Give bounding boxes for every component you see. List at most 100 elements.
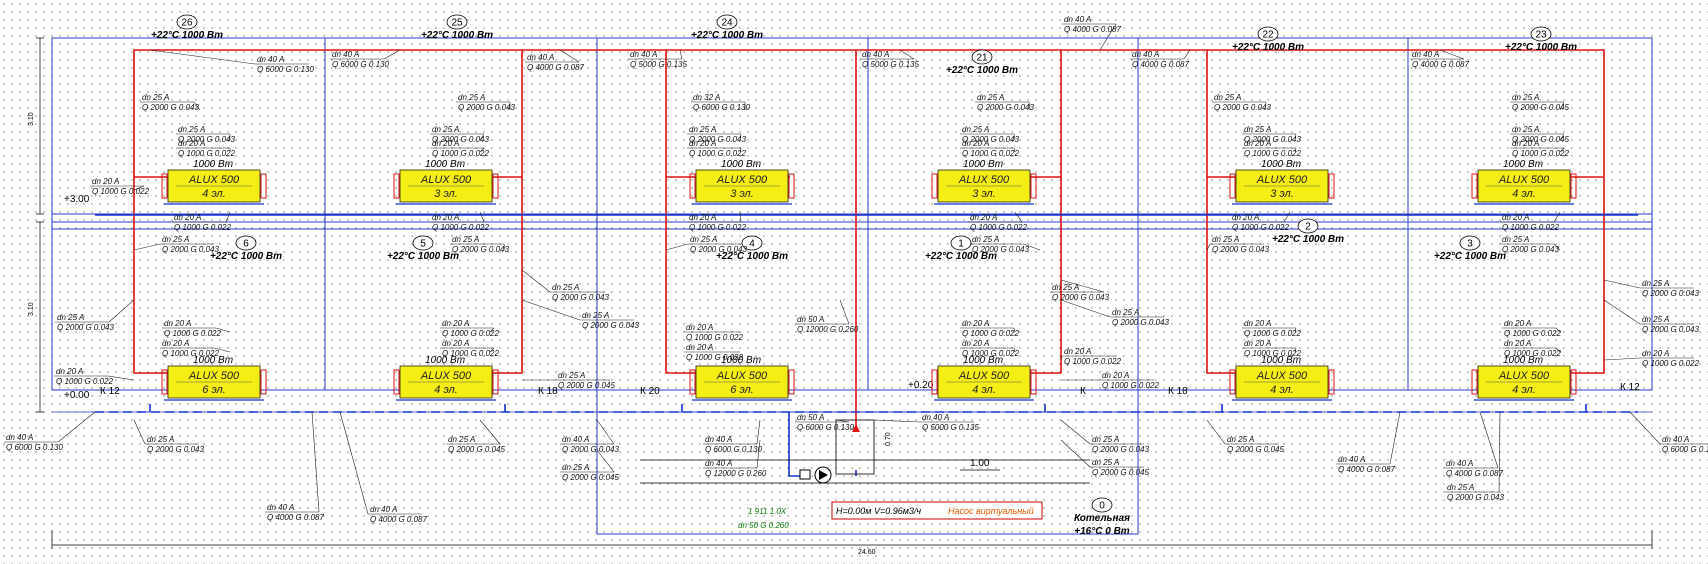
pipe-label: dn 40 AQ 4000 G 0.087	[339, 411, 427, 524]
room-number: 0	[1099, 501, 1105, 512]
room-marker[interactable]: 21+22°C 1000 Вт	[946, 49, 1018, 76]
pipe-diameter: dn 20 A	[92, 177, 119, 186]
level-upper: +3.00	[64, 194, 90, 205]
pipe-flow: Q 1000 G 0.022	[962, 349, 1019, 358]
pipe-flow: Q 2000 G 0.043	[562, 445, 619, 454]
radiator-power: 1000 Вт	[1503, 159, 1543, 170]
radiator-power: 1000 Вт	[1261, 159, 1301, 170]
pipe-flow: Q 2000 G 0.043	[1502, 245, 1559, 254]
pipe-diameter: dn 40 A	[527, 53, 554, 62]
supply-arrow-icon	[852, 424, 860, 432]
pipe-label: dn 40 AQ 6000 G 0.130	[149, 49, 314, 74]
pipe-flow: Q 2000 G 0.045	[1512, 135, 1569, 144]
supply-pipes	[133, 49, 1605, 430]
pipe-label: dn 25 AQ 2000 G 0.045	[1206, 419, 1284, 454]
pipe-flow: Q 1000 G 0.022	[164, 329, 221, 338]
radiator-name: ALUX 500	[958, 370, 1010, 382]
pipe-flow: Q 2000 G 0.043	[1244, 135, 1301, 144]
radiator-name: ALUX 500	[188, 370, 240, 382]
pipe-diameter: dn 50 A	[797, 315, 824, 324]
pipe-diameter: dn 25 A	[142, 93, 169, 102]
pipe-flow: Q 6000 G 0.130	[705, 445, 762, 454]
room-label: +22°C 1000 Вт	[946, 65, 1018, 76]
pipe-flow: Q 4000 G 0.087	[1338, 465, 1395, 474]
room-marker[interactable]: 25+22°C 1000 Вт	[421, 14, 493, 41]
pipe-flow: Q 2000 G 0.043	[689, 135, 746, 144]
pipe-label: dn 20 AQ 1000 G 0.022	[1502, 339, 1561, 358]
room-label: +22°C 1000 Вт	[210, 251, 282, 262]
pipe-flow: Q 4000 G 0.087	[1132, 60, 1189, 69]
pipe-label: dn 20 AQ 1000 G 0.022	[430, 139, 489, 158]
pipe-diameter: dn 25 A	[552, 283, 579, 292]
pipe-flow: Q 1000 G 0.022	[442, 329, 499, 338]
room-marker[interactable]: 5+22°C 1000 Вт	[387, 235, 459, 262]
pump-label-box[interactable]: H=0.00м V=0.96м3/ч Насос виртуальный	[831, 501, 1043, 520]
pipe-diameter: dn 20 A	[962, 319, 989, 328]
pipe-diameter: dn 40 A	[705, 459, 732, 468]
pipe-flow: Q 1000 G 0.022	[686, 353, 743, 362]
room-marker[interactable]: 3+22°C 1000 Вт	[1434, 235, 1506, 262]
boiler-equipment	[640, 419, 1090, 484]
pipe-label: dn 40 AQ 4000 G 0.087	[1410, 49, 1469, 69]
room-label-2: +16°C 0 Вт	[1074, 526, 1130, 537]
pipe-flow: Q 2000 G 0.043	[582, 321, 639, 330]
radiator-power: 1000 Вт	[963, 355, 1003, 366]
pipe-flow: Q 1000 G 0.022	[1232, 223, 1289, 232]
pipe-diameter: dn 25 A	[1502, 235, 1529, 244]
radiator-power: 1000 Вт	[193, 159, 233, 170]
pipe-flow: Q 4000 G 0.087	[1412, 60, 1469, 69]
pipe-diameter: dn 25 A	[432, 125, 459, 134]
room-marker[interactable]: 23+22°C 1000 Вт	[1505, 26, 1577, 53]
room-label: +22°C 1000 Вт	[387, 251, 459, 262]
pipe-diameter: dn 50 A	[797, 413, 824, 422]
pipe-flow: Q 2000 G 0.043	[57, 323, 114, 332]
room-marker[interactable]: 26+22°C 1000 Вт	[151, 14, 223, 41]
pipe-diameter: dn 25 A	[582, 311, 609, 320]
pipe-diameter: dn 25 A	[1214, 93, 1241, 102]
pipe-flow: Q 1000 G 0.022	[962, 329, 1019, 338]
radiator-sections: 6 эл.	[730, 384, 754, 396]
pipe-flow: Q 2000 G 0.045	[558, 381, 615, 390]
room-marker[interactable]: 6+22°C 1000 Вт	[210, 235, 282, 262]
pipe-diameter: dn 20 A	[1244, 319, 1271, 328]
room-marker[interactable]: 1+22°C 1000 Вт	[925, 235, 997, 262]
room-marker[interactable]: 22+22°C 1000 Вт	[1232, 26, 1304, 53]
pipe-diameter: dn 40 A	[1662, 435, 1689, 444]
room-label: +22°C 1000 Вт	[1505, 42, 1577, 53]
level-lower-mid: +0.20	[908, 380, 934, 391]
room-label: +22°C 1000 Вт	[716, 251, 788, 262]
room-marker[interactable]: 4+22°C 1000 Вт	[716, 235, 788, 262]
room-marker[interactable]: 24+22°C 1000 Вт	[691, 14, 763, 41]
pipe-diameter: dn 20 A	[1504, 339, 1531, 348]
radiator-sections: 4 эл.	[1512, 384, 1536, 396]
valve-icon[interactable]	[799, 469, 811, 480]
pipe-flow: Q 5000 G 0.135	[630, 60, 687, 69]
pipe-diameter: dn 25 A	[1052, 283, 1079, 292]
pipe-flow: Q 4000 G 0.087	[1064, 25, 1121, 34]
pipe-diameter: dn 40 A	[1132, 50, 1159, 59]
pipe-label: dn 25 AQ 2000 G 0.045	[522, 371, 615, 390]
pipe-flow: Q 1000 G 0.022	[432, 149, 489, 158]
radiator-power: 1000 Вт	[425, 159, 465, 170]
pipe-label: dn 20 AQ 1000 G 0.022	[1242, 319, 1301, 338]
pipe-diameter: dn 40 A	[1446, 459, 1473, 468]
room-marker[interactable]: 2+22°C 1000 Вт	[1272, 218, 1344, 245]
pipe-label: dn 25 AQ 2000 G 0.043	[960, 125, 1019, 144]
pipe-diameter: dn 20 A	[686, 343, 713, 352]
pipe-flow: Q 2000 G 0.045	[448, 445, 505, 454]
collector-mid-left: К 18	[538, 386, 558, 397]
radiator-name: ALUX 500	[1256, 174, 1308, 186]
